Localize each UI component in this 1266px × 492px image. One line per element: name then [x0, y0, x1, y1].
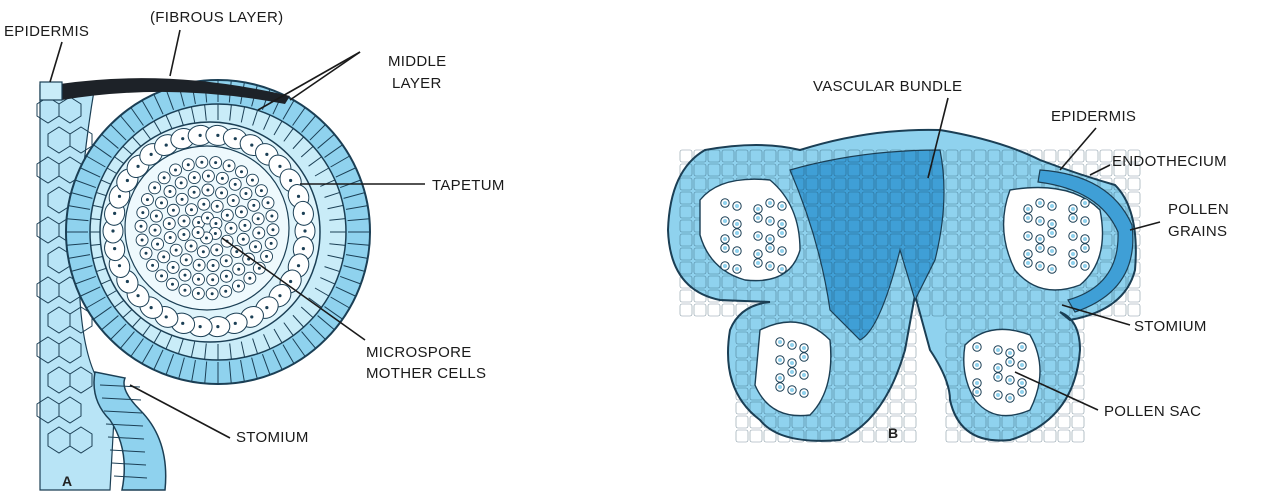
panel-letter-b: B [888, 425, 898, 441]
panel-a: EPIDERMIS (FIBROUS LAYER) MIDDLE LAYER T… [4, 9, 505, 490]
label-stomium-a: STOMIUM [236, 429, 309, 446]
label-pollen-grains-1: POLLEN [1168, 201, 1229, 218]
label-fibrous-layer: (FIBROUS LAYER) [150, 9, 283, 26]
panel-b: VASCULAR BUNDLE EPIDERMIS ENDOTHECIUM PO… [668, 78, 1229, 442]
label-middle-layer-1: MIDDLE [388, 53, 446, 70]
epidermis-cell-a [40, 82, 62, 100]
leader-middle-1 [258, 52, 360, 110]
label-epidermis-b: EPIDERMIS [1051, 108, 1136, 125]
label-vascular-bundle: VASCULAR BUNDLE [813, 78, 962, 95]
label-pollen-sac: POLLEN SAC [1104, 403, 1201, 420]
panel-letter-a: A [62, 473, 72, 489]
label-stomium-b: STOMIUM [1134, 318, 1207, 335]
leader-fibrous [170, 30, 180, 76]
label-tapetum: TAPETUM [432, 177, 505, 194]
label-middle-layer-2: LAYER [392, 75, 442, 92]
leader-middle-2 [290, 52, 360, 100]
label-microspore-1: MICROSPORE [366, 344, 472, 361]
label-epidermis-a: EPIDERMIS [4, 23, 89, 40]
label-endothecium: ENDOTHECIUM [1112, 153, 1227, 170]
label-pollen-grains-2: GRAINS [1168, 223, 1227, 240]
leader-epidermis-a [50, 42, 62, 82]
label-microspore-2: MOTHER CELLS [366, 365, 486, 382]
